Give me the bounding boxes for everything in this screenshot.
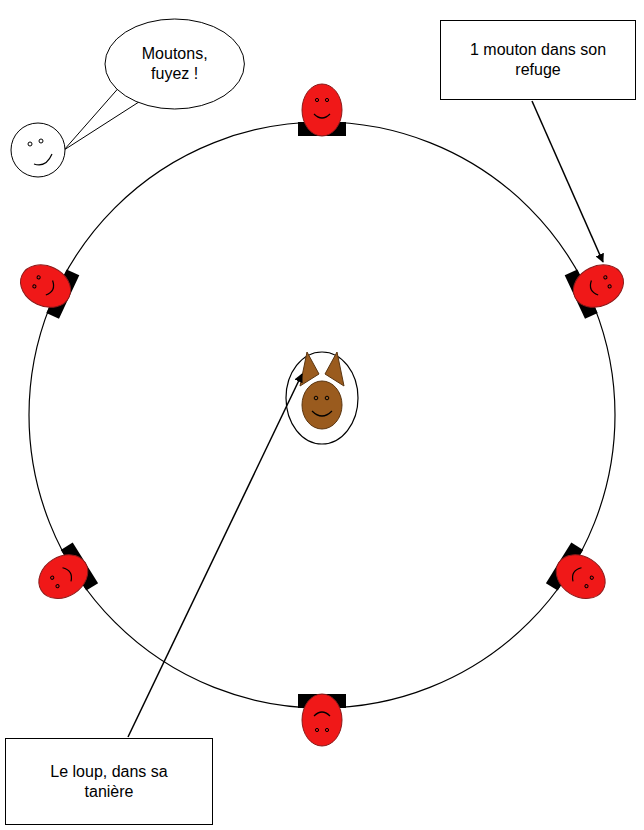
sheep-group (12, 84, 632, 746)
wolf-head (302, 381, 342, 429)
sheep-eye (50, 575, 54, 579)
sheep-mouth (314, 712, 330, 716)
speech-bubble: Moutons, fuyez ! (104, 18, 245, 110)
sheep-eye (325, 728, 328, 731)
sheep-in-refuge (298, 694, 346, 746)
sheep-eye (55, 584, 59, 588)
wolf-ear (325, 352, 344, 386)
node-text: Moutons, fuyez ! (129, 44, 221, 84)
sheep-eye (584, 584, 588, 588)
sheep-eye (32, 284, 36, 288)
callout-box: Le loup, dans sa tanière (5, 738, 213, 825)
wolf-eye (314, 396, 318, 400)
sheep-eye (607, 284, 611, 288)
callout-box: 1 mouton dans son refuge (440, 20, 636, 100)
node-text: Le loup, dans sa tanière (29, 762, 189, 802)
leader-arrow (128, 374, 302, 737)
sheep-in-refuge (12, 253, 79, 318)
field-circle (29, 122, 615, 708)
wolf-ear (300, 352, 319, 386)
sheep-head (31, 546, 96, 607)
speaker-eye (39, 139, 43, 143)
sheep-mouth (46, 281, 56, 297)
sheep-eye (36, 275, 40, 279)
node-text: 1 mouton dans son refuge (463, 40, 613, 80)
sheep-eye (603, 275, 607, 279)
sheep-eye (315, 728, 318, 731)
sheep-mouth (570, 566, 582, 582)
wolf-den (286, 352, 358, 444)
sheep-mouth (314, 114, 330, 118)
leader-arrow (532, 101, 603, 262)
sheep-mouth (62, 566, 74, 582)
sheep-mouth (588, 281, 598, 297)
speaker-face (11, 123, 65, 177)
sheep-eye (325, 98, 328, 101)
sheep-in-refuge (298, 84, 346, 136)
wolf-mouth (312, 411, 332, 416)
sheep-head (548, 546, 613, 607)
sheep-head (14, 257, 78, 315)
wolf-eye (325, 396, 329, 400)
speaker-mouth (34, 154, 52, 165)
sheep-in-refuge (29, 542, 99, 610)
sheep-in-refuge (546, 542, 616, 610)
sheep-head (302, 694, 342, 746)
den-ellipse (286, 352, 358, 444)
sheep-head (302, 84, 342, 136)
sheep-eye (315, 98, 318, 101)
bubble-outline (104, 18, 245, 110)
sheep-in-refuge (565, 253, 632, 318)
speaker (11, 84, 142, 177)
sheep-eye (590, 575, 594, 579)
sheep-head (566, 257, 630, 315)
speaker-eye (28, 142, 32, 146)
